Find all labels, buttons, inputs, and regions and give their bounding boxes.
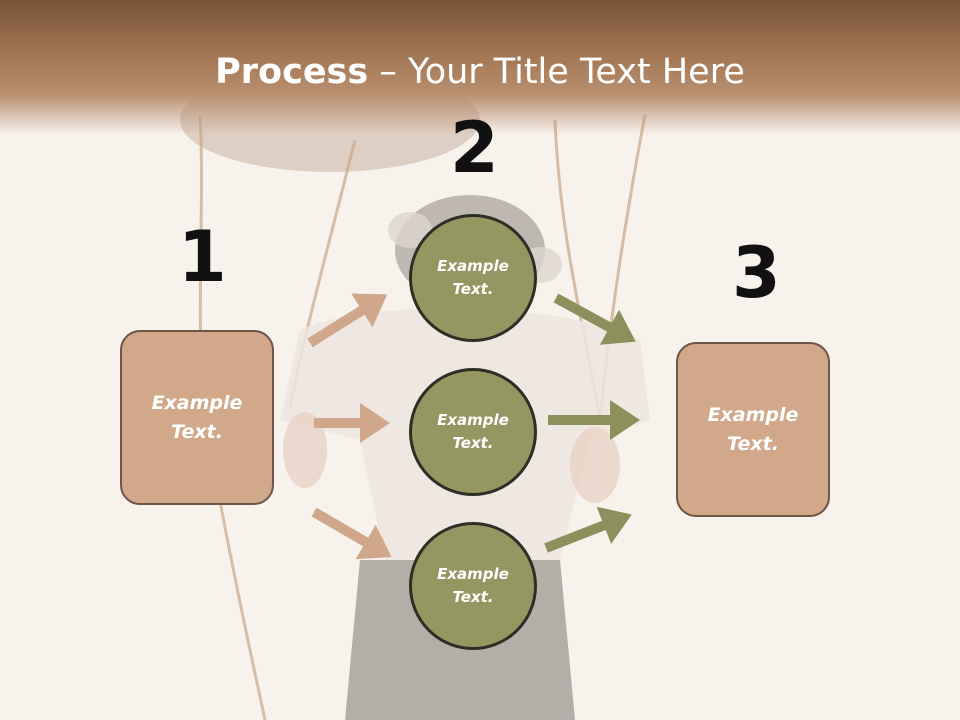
title-bold: Process [215,52,369,92]
step-number-3: 3 [732,232,781,314]
circle-middle-label: Example Text. [437,411,509,452]
step-2-circle-top: Example Text. [409,214,537,342]
step-2-circle-middle: Example Text. [409,368,537,496]
circle-bottom-label: Example Text. [437,565,509,606]
step-1-label: Example Text. [151,391,243,443]
step-3-label: Example Text. [707,403,799,455]
step-1-box: Example Text. [120,330,274,505]
circle-top-label: Example Text. [437,257,509,298]
header-band [0,0,960,135]
step-number-2: 2 [450,107,499,189]
step-number-1: 1 [178,216,227,298]
step-3-box: Example Text. [676,342,830,517]
step-2-circle-bottom: Example Text. [409,522,537,650]
title-rest: – Your Title Text Here [368,52,745,92]
page-title: Process – Your Title Text Here [0,52,960,92]
